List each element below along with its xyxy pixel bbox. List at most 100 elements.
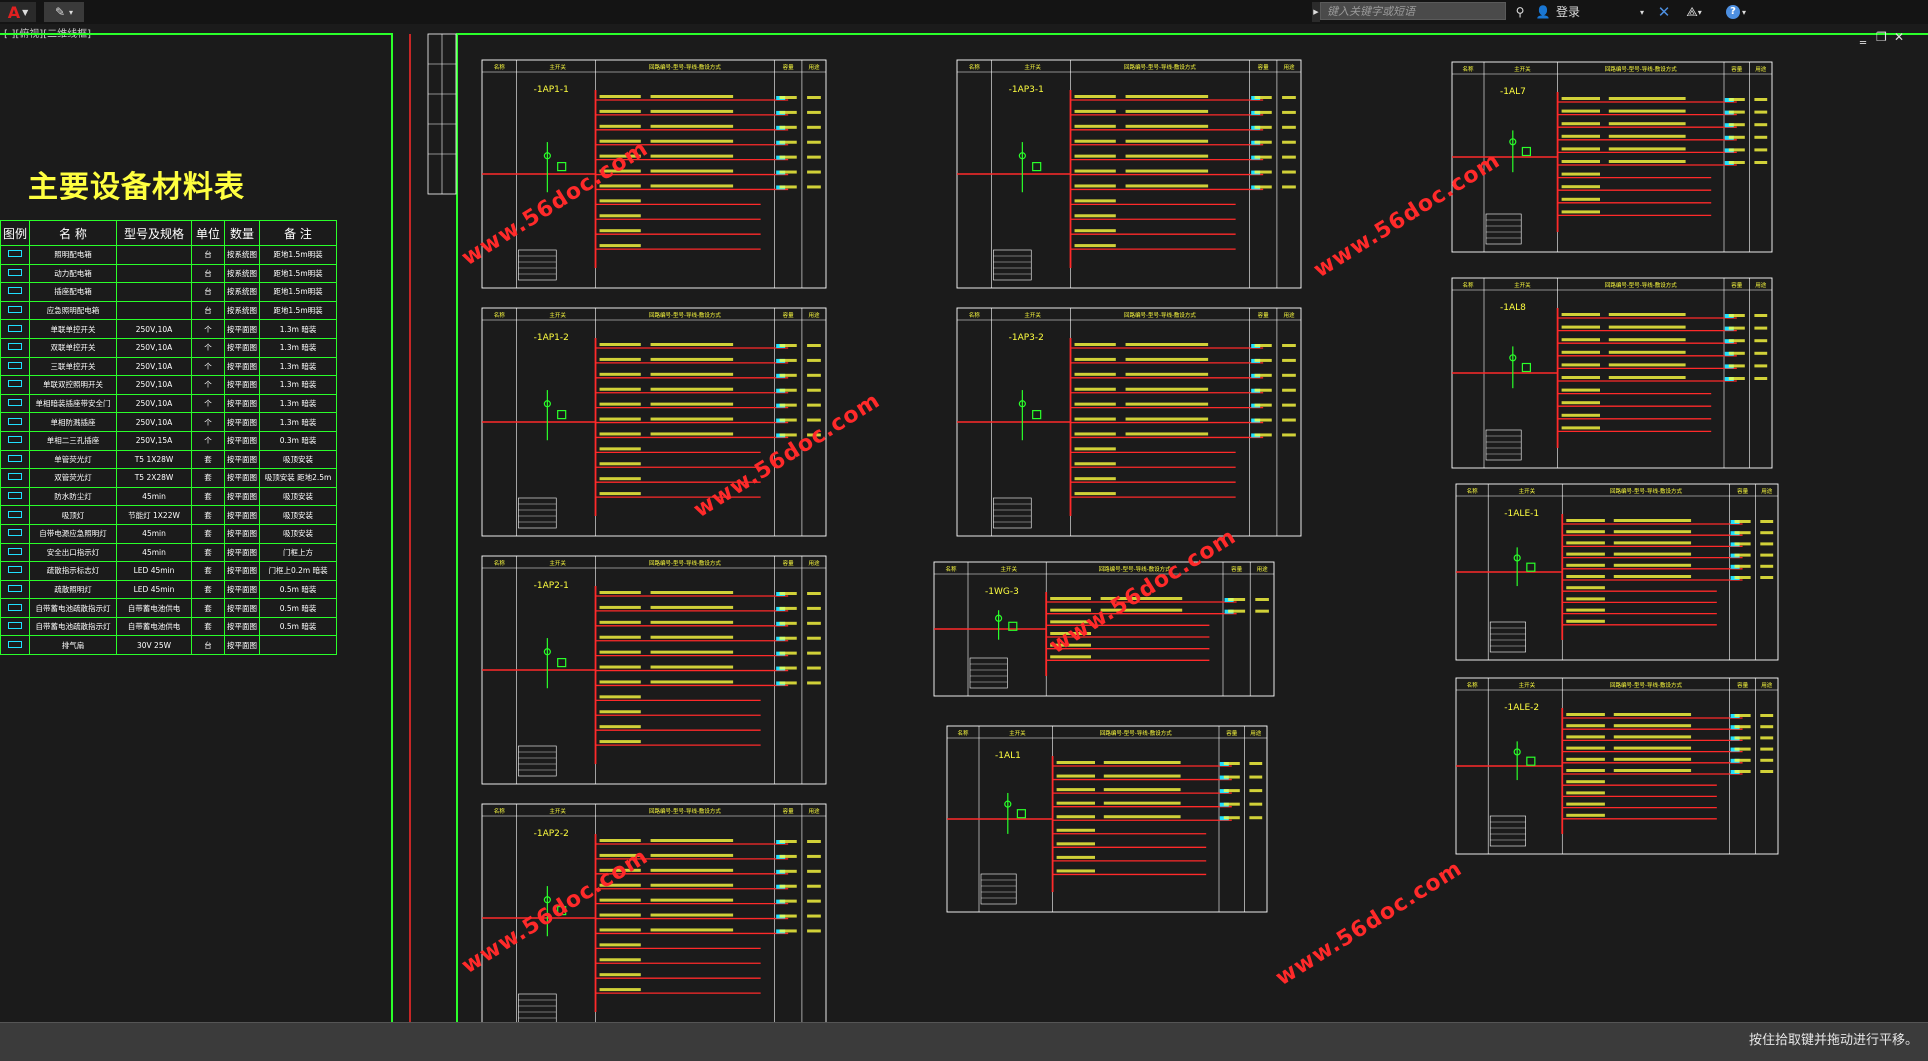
capacity-text (1254, 110, 1272, 114)
usage-text (1760, 531, 1774, 535)
panel-header-label: 用途 (1283, 311, 1295, 319)
circuit-cable-text (1613, 713, 1692, 716)
circuit-cable-text (1125, 124, 1209, 128)
search-input[interactable]: 键入关键字或短语 (1320, 2, 1506, 20)
usage-text (807, 899, 821, 903)
usage-text (807, 344, 821, 347)
table-cell: 个 (191, 375, 226, 395)
circuit-breaker-text (1074, 95, 1116, 98)
usage-text (1754, 326, 1768, 330)
table-cell: 按平面图 (224, 561, 261, 581)
circuit-cable-text (1608, 97, 1686, 100)
table-cell (116, 263, 193, 284)
usage-text (807, 418, 821, 422)
usage-text (1754, 123, 1768, 127)
panel-header-label: 用途 (808, 559, 820, 567)
table-cell (259, 635, 338, 656)
circuit-breaker-text (1566, 713, 1605, 716)
circuit-cable-text (1608, 313, 1686, 316)
usage-text (1255, 598, 1269, 601)
capacity-text (1734, 736, 1751, 740)
table-cell: 个 (191, 412, 226, 432)
table-cell: 防水防尘灯 (29, 486, 118, 507)
circuit-breaker-text (1561, 122, 1600, 126)
panel-label: -1AP2-2 (534, 829, 569, 839)
circuit-breaker-text (1074, 343, 1116, 346)
usage-text (1760, 520, 1774, 523)
table-cell: 照明配电箱 (29, 245, 118, 265)
viewport-restore-button[interactable]: ❐ (1876, 30, 1887, 44)
parameter-box (969, 657, 1008, 689)
table-cell: 套 (191, 616, 226, 637)
circuit-cable-text (650, 432, 734, 436)
capacity-text (1254, 125, 1272, 129)
usage-text (1282, 418, 1296, 422)
table-cell: 按平面图 (224, 523, 261, 544)
viewport-minimize-button[interactable]: ‗ (1860, 30, 1866, 44)
usage-text (1282, 110, 1296, 114)
viewport-close-button[interactable]: ✕ (1894, 30, 1905, 44)
circuit-breaker-text (599, 635, 641, 639)
circuit-breaker-text (1050, 597, 1091, 600)
binoculars-search-button[interactable]: ⚲ (1510, 2, 1530, 22)
table-cell: 1.3m 暗装 (259, 337, 338, 358)
table-cell: 台 (191, 300, 226, 321)
circuit-breaker-text (1566, 619, 1605, 623)
drawing-canvas[interactable]: [-][俯视][二维线框] 名称主开关回路编号-型号-导线-敷设方式容量用途-1… (0, 24, 1928, 1022)
usage-text (1754, 135, 1768, 139)
usage-text (807, 621, 821, 625)
circuit-breaker-text (1566, 746, 1605, 750)
circuit-breaker-text (1056, 815, 1095, 819)
help-button[interactable]: ? ▾ (1720, 2, 1752, 22)
table-cell: 双联单控开关 (29, 337, 118, 358)
circuit-breaker-text (599, 898, 641, 902)
circuit-breaker-text (1074, 139, 1116, 143)
capacity-text (1728, 98, 1745, 101)
circuit-breaker-text (1074, 124, 1116, 128)
circuit-breaker-text (599, 432, 641, 436)
legend-symbol-icon (0, 319, 31, 339)
table-cell: 按系统图 (224, 263, 261, 284)
panel-header-label: 回路编号-型号-导线-敷设方式 (1124, 311, 1196, 319)
table-cell: 套 (191, 579, 226, 600)
circuit-cable-text (1608, 350, 1686, 354)
usage-text (1760, 576, 1774, 579)
user-icon-button[interactable]: 👤 (1534, 2, 1552, 22)
table-cell: 1.3m 暗装 (259, 412, 338, 432)
table-header-cell: 单位 (191, 220, 226, 246)
circuit-breaker-text (1566, 530, 1605, 534)
circuit-breaker-text (1566, 757, 1605, 761)
circuit-cable-text (650, 635, 734, 639)
usage-text (807, 170, 821, 174)
quick-access-button[interactable]: ✎ ▾ (44, 2, 84, 22)
binoculars-icon: ⚲ (1515, 5, 1525, 19)
table-cell: 套 (191, 449, 226, 470)
a360-button[interactable]: ⟁ ▾ (1680, 2, 1708, 22)
circuit-breaker-text (1056, 828, 1095, 832)
app-menu-button[interactable]: A ▼ (0, 2, 36, 22)
capacity-text (1734, 725, 1751, 729)
capacity-text (779, 899, 797, 903)
table-cell: 疏散照明灯 (29, 579, 118, 600)
expand-search-button[interactable]: ▶ (1312, 2, 1320, 22)
main-breaker-icon (1032, 410, 1042, 420)
login-dropdown-button[interactable]: ▾ (1636, 2, 1648, 22)
table-cell: 按平面图 (224, 505, 261, 525)
panel-header-label: 容量 (1731, 65, 1743, 73)
table-cell: 套 (191, 598, 226, 618)
circuit-cable-text (650, 650, 734, 654)
parameter-box (980, 873, 1017, 905)
circuit-breaker-text (599, 214, 641, 218)
panel-header-label: 容量 (1258, 63, 1270, 71)
panel-label: -1AP3-1 (1009, 85, 1044, 95)
panel-header-label: 回路编号-型号-导线-敷设方式 (1605, 65, 1677, 73)
usage-text (1760, 747, 1774, 751)
circuit-breaker-text (599, 462, 641, 466)
login-button[interactable]: 登录 (1556, 5, 1581, 19)
table-cell: 按平面图 (224, 579, 261, 600)
table-cell: 距地1.5m明装 (259, 263, 338, 284)
capacity-text (1734, 576, 1751, 579)
exchange-apps-button[interactable]: ✕ (1652, 2, 1676, 22)
